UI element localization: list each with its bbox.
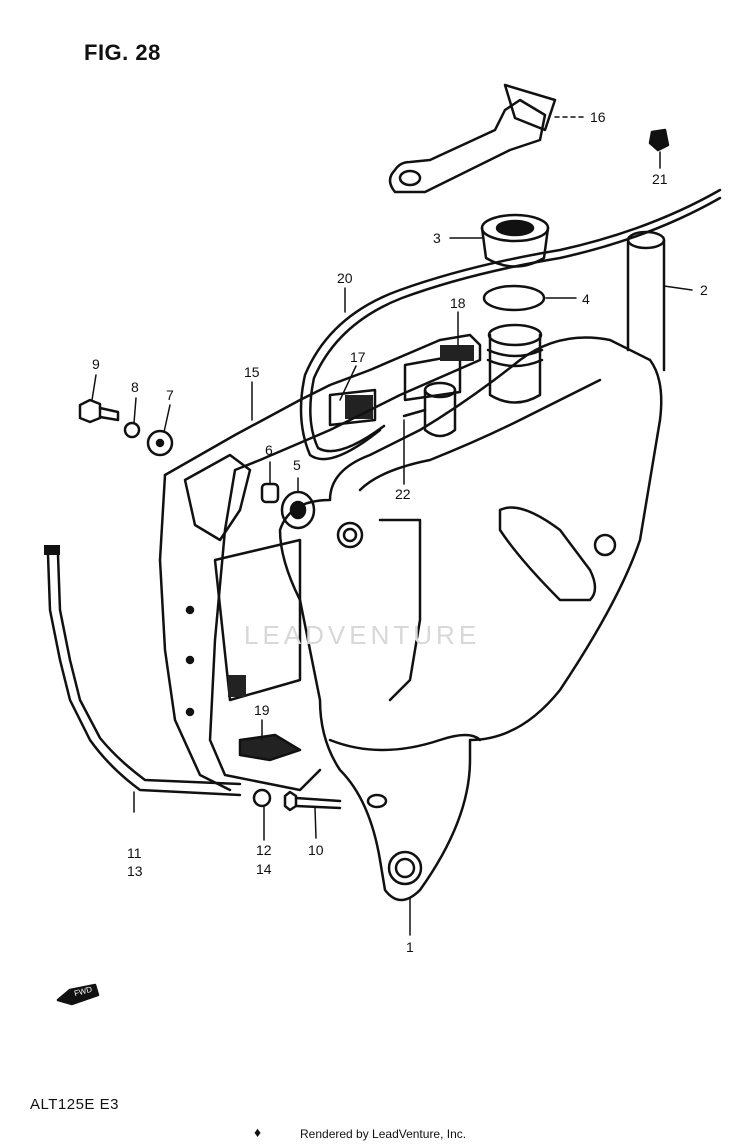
breather-hose-inner [309,196,722,453]
callout-6: 6 [265,442,273,458]
tank-strap-clip [503,83,557,132]
oil-tank-mount-hole-upper-inner [342,527,358,543]
oil-hose-inner [56,553,242,786]
oil-tank-top-ridge [358,378,602,492]
callout-2: 2 [700,282,708,298]
filler-neck-rim [487,323,543,347]
frame-side-panel-fill [228,675,246,697]
outlet-stub [402,408,427,418]
oil-tank-panel-left [378,518,422,702]
lower-bolt-shank [294,796,342,810]
lock-washer [123,421,141,439]
collar [260,482,280,504]
bolt [78,398,102,424]
cushion-18-fill [440,345,474,361]
leader-7 [163,404,171,433]
callout-22: 22 [395,486,411,502]
oil-tank-mount-hole-lower [387,850,423,886]
callout-9: 9 [92,356,100,372]
leader-2 [663,285,693,291]
oil-tank-body [278,336,663,902]
frame-hole-1 [185,605,195,615]
grommet-hole [289,500,307,520]
oil-hose-end [44,545,60,555]
callout-20: 20 [337,270,353,286]
cushion-18 [403,353,462,402]
cushion-17 [328,388,377,427]
leader-10 [314,807,317,839]
callout-21: 21 [652,171,668,187]
oil-tank-mount-hole-lower-inner [394,857,416,879]
oil-tank-mount-hole-right [593,533,617,557]
outlet-fitting-top [423,381,457,399]
filler-cap-top [480,213,550,243]
clip [648,128,670,152]
oil-tank-mount-hole-upper [336,521,364,549]
callout-7: 7 [166,387,174,403]
leader-8 [133,397,137,424]
filler-gasket [482,284,546,312]
tank-strap-hole [398,169,422,187]
figure-title: FIG. 28 [84,40,161,65]
breather-pipe-top [626,230,666,250]
callout-15: 15 [244,364,260,380]
leader-17 [339,365,357,401]
frame-hole-2 [185,655,195,665]
callout-8: 8 [131,379,139,395]
washer-hole [155,438,165,448]
leader-9 [91,374,97,401]
callout-14: 14 [256,861,272,877]
breather-pipe [626,238,666,372]
watermark-text: LEADVENTURE [244,620,481,650]
frame-side-panel [213,538,302,702]
filler-neck-threads [486,348,544,368]
callout-19: 19 [254,702,270,718]
callout-16: 16 [590,109,606,125]
leader-lines [91,116,693,936]
hose-clamp [252,788,272,808]
frame-bracket-outer [158,473,232,792]
callout-10: 10 [308,842,324,858]
footer-logo-icon: ♦ [254,1124,262,1140]
callout-1: 1 [406,939,414,955]
callout-11: 11 [127,845,142,861]
oil-tank-panel-recess [498,506,597,602]
frame-hole-3 [185,707,195,717]
callout-3: 3 [433,230,441,246]
filler-neck [488,333,542,404]
oil-tank-lower-crease [328,733,482,752]
model-code: ALT125E E3 [30,1096,119,1113]
lower-bolt [283,790,298,812]
breather-hose [299,188,722,461]
callout-17: 17 [350,349,366,365]
tank-strap [388,98,547,194]
callout-4: 4 [582,291,590,307]
callout-12: 12 [256,842,272,858]
callout-5: 5 [293,457,301,473]
frame-bracket [163,333,482,792]
washer [146,429,174,457]
filler-cap-knob [495,219,535,237]
fwd-arrow [56,983,100,1006]
outlet-fitting [423,388,457,438]
rendered-by-footer: Rendered by LeadVenture, Inc. [300,1127,467,1141]
rubber-cushion [238,733,302,762]
callout-18: 18 [450,295,466,311]
callout-13: 13 [127,863,143,879]
oil-tank-nut [366,793,388,809]
oil-hose [46,553,242,797]
bolt-shank [98,406,120,422]
frame-bracket-plate [183,453,252,542]
